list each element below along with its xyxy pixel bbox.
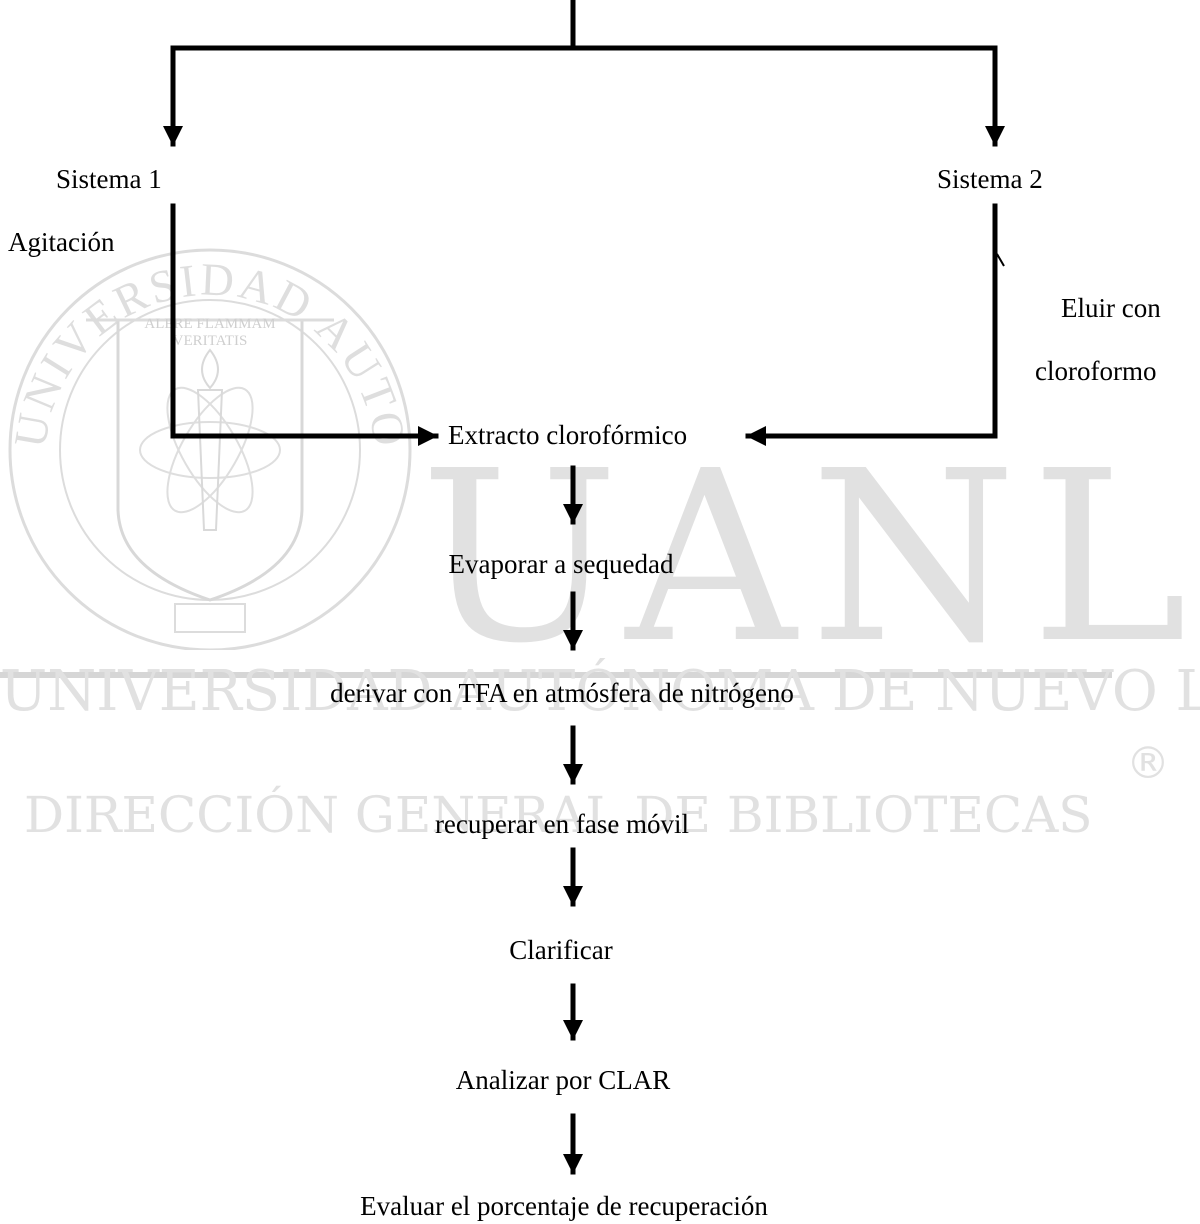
eluir-label-line-2: cloroformo: [1035, 356, 1157, 386]
registered-mark: ®: [1126, 738, 1170, 789]
agitacion-label: Agitación: [8, 227, 115, 257]
sistema-2-path: [745, 203, 998, 446]
university-seal-watermark: UNIVERSIDAD AUTONOMA DE NUEVO LEON: [0, 210, 413, 650]
seal-motto: ALERE FLAMMAM VERITATIS: [128, 316, 292, 350]
seal-motto-line-2: VERITATIS: [172, 333, 248, 349]
step-analizar: Analizar por CLAR: [455, 1065, 671, 1095]
step-derivar: derivar con TFA en atmósfera de nitrógen…: [330, 678, 794, 708]
sistema-2-label: Sistema 2: [937, 164, 1043, 194]
watermark-direction: DIRECCIÓN GENERAL DE BIBLIOTECAS: [24, 786, 1093, 844]
step-recuperar: recuperar en fase móvil: [434, 809, 690, 839]
watermark-university: UNIVERSIDAD AUTÓNOMA DE NUEVO LEÓN: [0, 659, 1200, 724]
tick-mark: [996, 253, 1005, 267]
seal-motto-line-1: ALERE FLAMMAM: [144, 316, 276, 332]
sistema-1-path: [170, 203, 439, 446]
watermark-rule: [0, 672, 1112, 678]
extracto-cloroformico-label: Extracto clorofórmico: [448, 420, 688, 450]
watermark-acronym: UANL: [420, 420, 1200, 695]
step-evaporar: Evaporar a sequedad: [448, 549, 674, 579]
sistema-1-label: Sistema 1: [56, 164, 162, 194]
eluir-label-line-1: Eluir con: [1061, 293, 1161, 323]
step-clarificar: Clarificar: [509, 935, 613, 965]
step-evaluar: Evaluar el porcentaje de recuperación: [360, 1191, 768, 1221]
